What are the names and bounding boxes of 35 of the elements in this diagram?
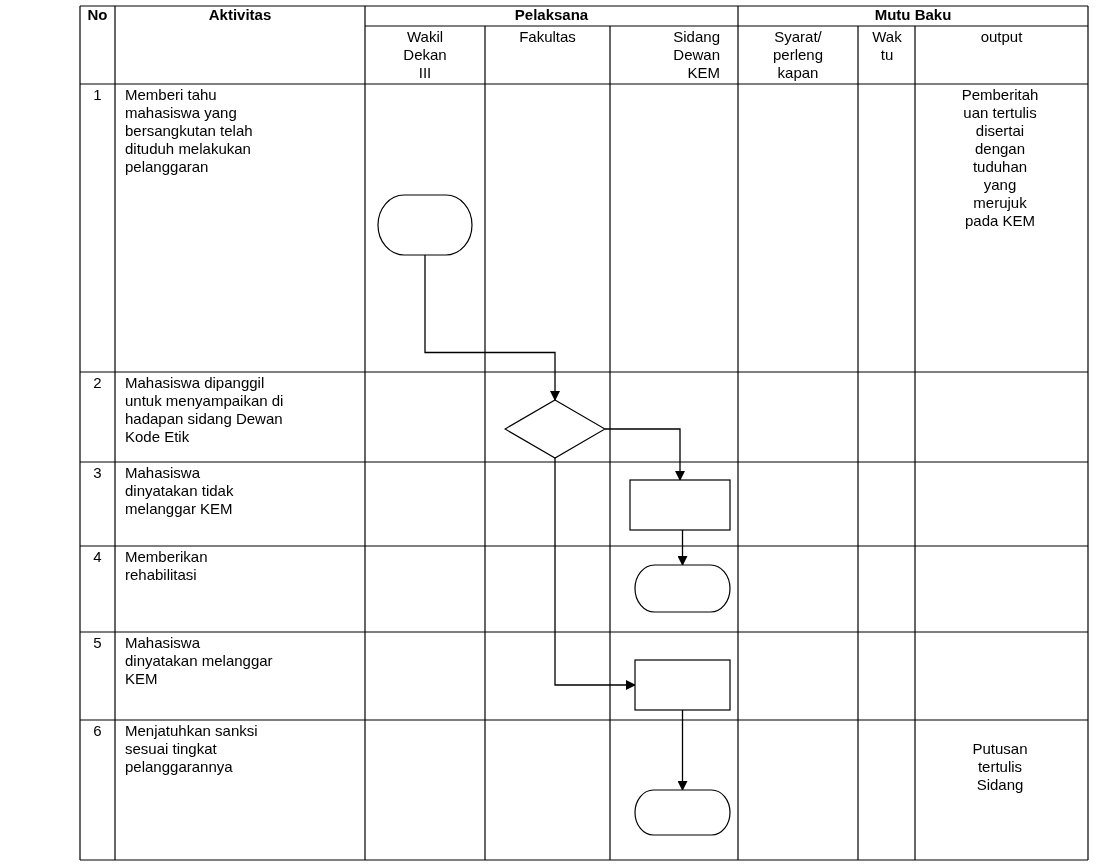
column-header: output [979, 28, 1024, 46]
process-box [629, 479, 731, 531]
activity-text: Mahasiswa dipanggil untuk menyampaikan di hadapan sidang Dewan Kode Etik [125, 374, 285, 446]
row-number: 5 [92, 634, 103, 652]
terminal-shape [377, 194, 473, 256]
column-header: Wak tu [871, 28, 903, 64]
activity-text: Menjatuhkan sanksi sesuai tingkat pelanggarannya [125, 722, 259, 776]
arrow [554, 457, 636, 690]
arrow [677, 709, 688, 791]
process-box [634, 659, 731, 711]
row-number: 4 [92, 548, 103, 566]
column-header: No [86, 6, 109, 24]
column-header: Wakil Dekan III [402, 28, 448, 82]
decision-diamond [504, 399, 606, 459]
activity-text: Memberi tahu mahasiswa yang bersangkutan telah dituduh melakukan pelanggaran [125, 86, 254, 176]
arrow [677, 529, 688, 566]
arrow [424, 254, 560, 401]
activity-text: Memberikan rehabilitasi [125, 548, 209, 584]
output-text: Pemberitah uan tertulis disertai dengan tuduhan yang merujuk pada KEM [960, 86, 1040, 230]
row-number: 6 [92, 722, 103, 740]
terminal-shape [634, 789, 731, 836]
column-header: Mutu Baku [873, 6, 953, 24]
column-header: Pelaksana [513, 6, 590, 24]
column-header: Fakultas [518, 28, 577, 46]
row-number: 3 [92, 464, 103, 482]
activity-text: Mahasiswa dinyatakan melanggar KEM [125, 634, 274, 688]
row-number: 1 [92, 86, 103, 104]
column-header: Sidang Dewan KEM [672, 28, 720, 82]
row-number: 2 [92, 374, 103, 392]
output-text: Putusan tertulis Sidang [971, 740, 1029, 794]
column-header: Aktivitas [207, 6, 273, 24]
column-header: Syarat/ perleng kapan [771, 28, 824, 82]
activity-text: Mahasiswa dinyatakan tidak melanggar KEM [125, 464, 235, 518]
arrow [604, 428, 685, 481]
terminal-shape [634, 564, 731, 613]
